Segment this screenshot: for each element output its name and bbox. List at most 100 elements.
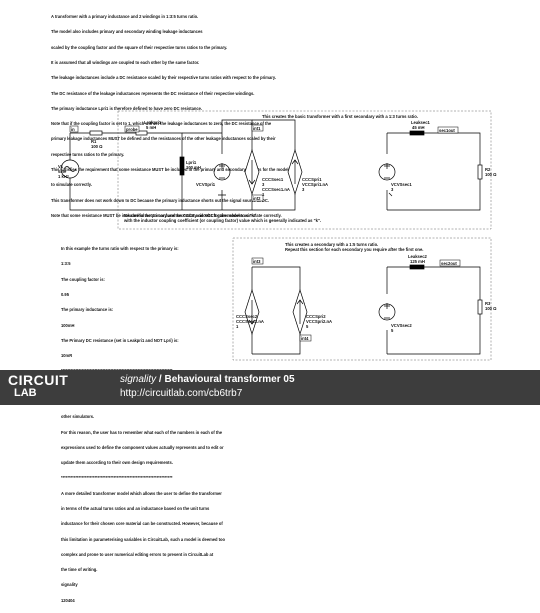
r2-resistor bbox=[477, 164, 483, 180]
note-line: in terms of the actual turns ratios and … bbox=[61, 505, 210, 511]
circuitlab-logo[interactable]: CIRCUIT LAB bbox=[8, 372, 69, 402]
note-line: 1:3:5 bbox=[61, 261, 71, 267]
cccspri2-name: CCCSpri2 bbox=[306, 314, 326, 319]
note-line: 0.95 bbox=[61, 292, 69, 298]
note-line: The Primary DC resistance (set in Leakpr… bbox=[61, 337, 179, 343]
note-line: to simulate correctly. bbox=[51, 182, 92, 188]
box1-warning-2: with the inductor coupling coefficient (… bbox=[123, 218, 321, 223]
circuit-url[interactable]: http://circuitlab.com/cb6trb7 bbox=[120, 388, 243, 399]
lpri1-inductor bbox=[179, 156, 185, 176]
note-line: primary leakage inductances MUST be defi… bbox=[51, 136, 276, 142]
logo-top-text: CIRCUIT bbox=[8, 372, 69, 388]
leaksec1-value: 45 mH bbox=[412, 125, 425, 130]
note-line: expressions used to define the component… bbox=[61, 444, 224, 450]
note-line: signality bbox=[61, 582, 78, 588]
note-line: inductance for their chosen core materia… bbox=[61, 521, 223, 527]
cccspri1-expr: VCCSpri1.nA bbox=[302, 182, 328, 187]
leaksec2-value: 125 mH bbox=[410, 259, 425, 264]
note-line: The coupling factor is: bbox=[61, 276, 105, 282]
cccssec2-gain: 1 bbox=[236, 324, 239, 329]
int1-label: int1 bbox=[253, 126, 261, 131]
cccspri1-gain: 3 bbox=[302, 187, 305, 192]
note-line: Note that some resistance MUST be includ… bbox=[51, 212, 282, 218]
r1-value: 100 Ω bbox=[91, 144, 103, 149]
box1-warning-1: Be careful not to confuse the CCCS and V… bbox=[124, 213, 256, 218]
int1-tag bbox=[251, 124, 264, 132]
probe-label: probe bbox=[126, 127, 138, 132]
cccssec1-name: CCCSsec1 bbox=[262, 177, 284, 182]
note-line: Note that if the coupling factor is set … bbox=[51, 121, 272, 127]
cccssec2-name: CCCSsec2 bbox=[236, 314, 258, 319]
leaksec2-inductor bbox=[409, 264, 425, 270]
author-name[interactable]: signality bbox=[120, 374, 157, 385]
note-line: This transformer does not work down to D… bbox=[51, 197, 269, 203]
int4-tag bbox=[299, 334, 312, 342]
note-line: ****************************************… bbox=[61, 475, 173, 481]
vcvssec2-gain: 5 bbox=[391, 328, 394, 333]
cccspri2-expr: VCCSpri2.nA bbox=[306, 319, 332, 324]
note-line: The DC resistance of the leakage inducta… bbox=[51, 90, 255, 96]
box1-note: This creates the basic transformer with … bbox=[262, 114, 418, 119]
r3-resistor bbox=[477, 299, 483, 315]
v1-source-symbol bbox=[60, 159, 80, 179]
note-line: The primary inductance is: bbox=[61, 307, 114, 313]
note-line: this limitation in parameterising variab… bbox=[61, 536, 226, 542]
cccssec1-expr: CCCSsec1.nA bbox=[262, 187, 290, 192]
r3-value: 100 Ω bbox=[485, 306, 497, 311]
sec1out-tag bbox=[437, 126, 459, 134]
note-line: In this example the turns ratio with res… bbox=[61, 246, 179, 252]
footer-bar bbox=[0, 370, 540, 405]
cccspri1-name: CCCSpri1 bbox=[302, 177, 322, 182]
note-line: complex and prone to user numerical edit… bbox=[61, 551, 214, 557]
vcvspri1-name: VCVSpri1 bbox=[196, 182, 216, 187]
section-box-2 bbox=[232, 237, 492, 361]
note-line: 120404 bbox=[61, 597, 75, 603]
logo-bottom-text: LAB bbox=[14, 387, 37, 399]
int4-label: int4 bbox=[301, 336, 309, 341]
note-line: the time of writing. bbox=[61, 567, 98, 573]
note-line: The leakage inductances include a DC res… bbox=[51, 75, 276, 81]
schematic-canvas: A transformer with a primary inductance … bbox=[51, 4, 498, 603]
int3-label: int3 bbox=[253, 259, 261, 264]
leaksec1-name: Leaksec1 bbox=[411, 120, 431, 125]
note-line: A more detailed transformer model which … bbox=[61, 490, 222, 496]
top-notes: A transformer with a primary inductance … bbox=[51, 4, 289, 228]
in-tag bbox=[69, 125, 79, 133]
r1-resistor bbox=[89, 130, 103, 136]
lpri1-name: Lpri1 bbox=[186, 160, 197, 165]
leaksec1-inductor bbox=[409, 130, 425, 136]
int2-label: int2 bbox=[253, 196, 261, 201]
box2-note-1: This creates a secondary with a 1:5 turn… bbox=[285, 242, 378, 247]
int3-tag bbox=[251, 257, 264, 265]
cccspri2-gain: 5 bbox=[306, 324, 309, 329]
sec2out-label: sec2out bbox=[441, 261, 457, 266]
cccssec2-expr: CCCSsec2.nA bbox=[236, 319, 264, 324]
int2-tag bbox=[251, 194, 264, 202]
v1-name: V1 bbox=[58, 164, 64, 169]
leaksec2-name: Leaksec2 bbox=[408, 254, 428, 259]
note-line: 100mH bbox=[61, 322, 75, 328]
leakpri1-value: 5 mH bbox=[146, 125, 156, 130]
section-box-1 bbox=[117, 110, 492, 230]
note-line: scaled by the coupling factor and the sq… bbox=[51, 44, 228, 50]
r2-value: 100 Ω bbox=[485, 172, 497, 177]
circuit-title: signality / Behavioural transformer 05 bbox=[120, 374, 295, 385]
note-line: respective turns ratios to the primary. bbox=[51, 151, 125, 157]
note-line: The model also includes primary and seco… bbox=[51, 29, 203, 35]
note-line: 10mR bbox=[61, 353, 73, 359]
note-line: The primary inductance Lpri1 is therefor… bbox=[51, 105, 203, 111]
r3-name: R3 bbox=[485, 301, 491, 306]
cccssec1-gain-a: 3 bbox=[262, 182, 265, 187]
note-line: other simulators. bbox=[61, 414, 95, 420]
note-line: update them according to their own desig… bbox=[61, 460, 173, 466]
box2-note-2: Repeat this section for each secondary y… bbox=[285, 247, 423, 252]
cccssec1-gain-b: 1 bbox=[262, 192, 265, 197]
note-line: It is assumed that all windings are coup… bbox=[51, 60, 200, 66]
v1-frequency: 1 kHz bbox=[58, 174, 69, 179]
sec1out-label: sec1out bbox=[439, 128, 455, 133]
v1-type: sine bbox=[58, 169, 67, 174]
vcvssec1-name: VCVSsec1 bbox=[391, 182, 412, 187]
schematic: in V1 sine 1 kHz R1 100 Ω probe Leakpri1… bbox=[58, 110, 497, 361]
circuit-name[interactable]: Behavioural transformer 05 bbox=[164, 374, 295, 385]
vcvssec2-name: VCVSsec2 bbox=[391, 323, 412, 328]
